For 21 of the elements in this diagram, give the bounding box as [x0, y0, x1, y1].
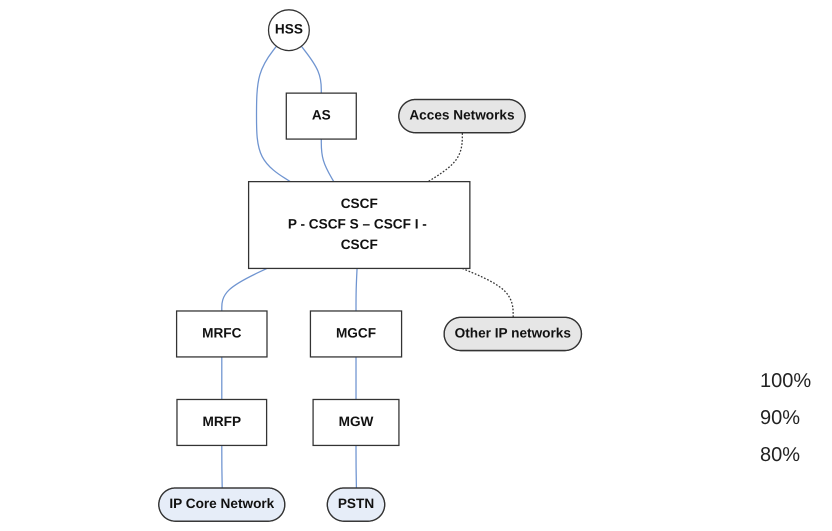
connector — [428, 133, 463, 182]
percent-label: 90% — [760, 407, 802, 430]
connector — [355, 445, 357, 488]
connector — [320, 139, 334, 182]
connector — [256, 46, 290, 182]
connector — [462, 268, 514, 318]
connector — [355, 268, 358, 311]
node-box: MGW — [312, 398, 400, 446]
connector — [300, 46, 322, 94]
node-box: AS — [286, 92, 357, 140]
node-box: MRFC — [176, 310, 268, 358]
percent-label: 80% — [760, 444, 802, 467]
node-box: MRFP — [176, 398, 268, 446]
connector — [221, 268, 268, 311]
node-circle: HSS — [268, 9, 310, 52]
node-box: MGCF — [310, 310, 402, 358]
node-box: CSCF P - CSCF S – CSCF I - CSCF — [248, 181, 470, 270]
connector — [355, 356, 356, 400]
connector — [221, 356, 222, 400]
connector — [221, 445, 223, 488]
percent-label: 100% — [760, 370, 812, 393]
